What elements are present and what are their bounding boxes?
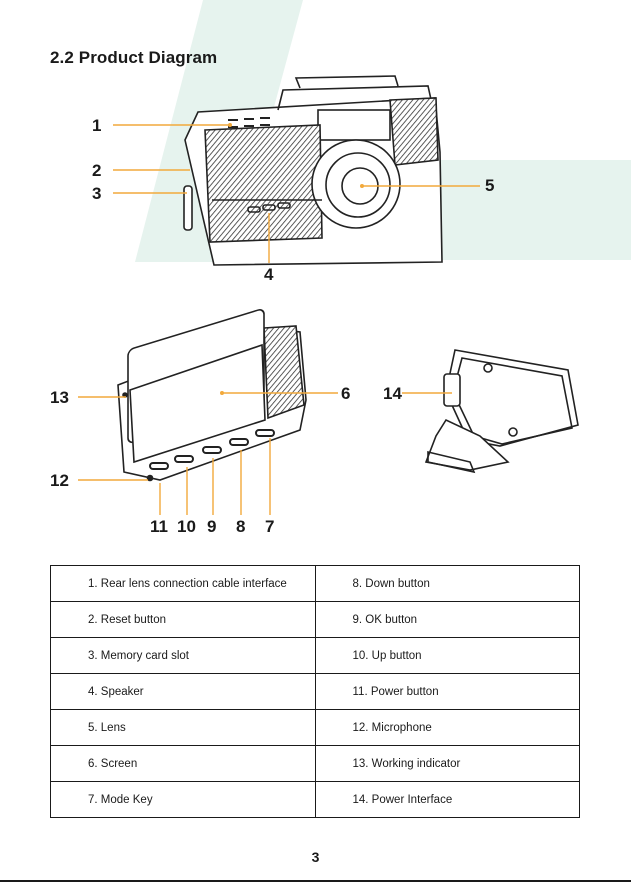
table-cell: 4. Speaker <box>51 674 316 710</box>
table-row: 3. Memory card slot 10. Up button <box>51 638 580 674</box>
table-row: 5. Lens 12. Microphone <box>51 710 580 746</box>
table-row: 1. Rear lens connection cable interface … <box>51 566 580 602</box>
table-cell: 14. Power Interface <box>315 782 580 818</box>
table-cell: 8. Down button <box>315 566 580 602</box>
table-cell: 3. Memory card slot <box>51 638 316 674</box>
table-cell: 2. Reset button <box>51 602 316 638</box>
callout-10: 10 <box>177 518 196 535</box>
parts-table: 1. Rear lens connection cable interface … <box>50 565 580 818</box>
product-diagram <box>0 0 631 560</box>
dashcam-rear-view <box>118 308 306 480</box>
table-row: 2. Reset button 9. OK button <box>51 602 580 638</box>
callout-14: 14 <box>383 385 402 402</box>
table-cell: 5. Lens <box>51 710 316 746</box>
callout-9: 9 <box>207 518 216 535</box>
callout-13: 13 <box>50 389 69 406</box>
table-cell: 13. Working indicator <box>315 746 580 782</box>
callout-7: 7 <box>265 518 274 535</box>
footer-divider <box>0 880 631 882</box>
table-row: 7. Mode Key 14. Power Interface <box>51 782 580 818</box>
table-cell: 11. Power button <box>315 674 580 710</box>
table-row: 6. Screen 13. Working indicator <box>51 746 580 782</box>
callout-2: 2 <box>92 162 101 179</box>
table-cell: 12. Microphone <box>315 710 580 746</box>
callout-1: 1 <box>92 117 101 134</box>
callout-3: 3 <box>92 185 101 202</box>
callout-4: 4 <box>264 266 273 283</box>
page-number: 3 <box>0 849 631 865</box>
table-cell: 6. Screen <box>51 746 316 782</box>
table-cell: 9. OK button <box>315 602 580 638</box>
table-cell: 10. Up button <box>315 638 580 674</box>
callout-11: 11 <box>150 518 168 535</box>
table-cell: 1. Rear lens connection cable interface <box>51 566 316 602</box>
table-cell: 7. Mode Key <box>51 782 316 818</box>
section-heading: 2.2 Product Diagram <box>50 48 217 68</box>
callout-12: 12 <box>50 472 69 489</box>
table-row: 4. Speaker 11. Power button <box>51 674 580 710</box>
callout-8: 8 <box>236 518 245 535</box>
callout-5: 5 <box>485 177 494 194</box>
callout-6: 6 <box>341 385 350 402</box>
power-mount <box>426 350 578 472</box>
